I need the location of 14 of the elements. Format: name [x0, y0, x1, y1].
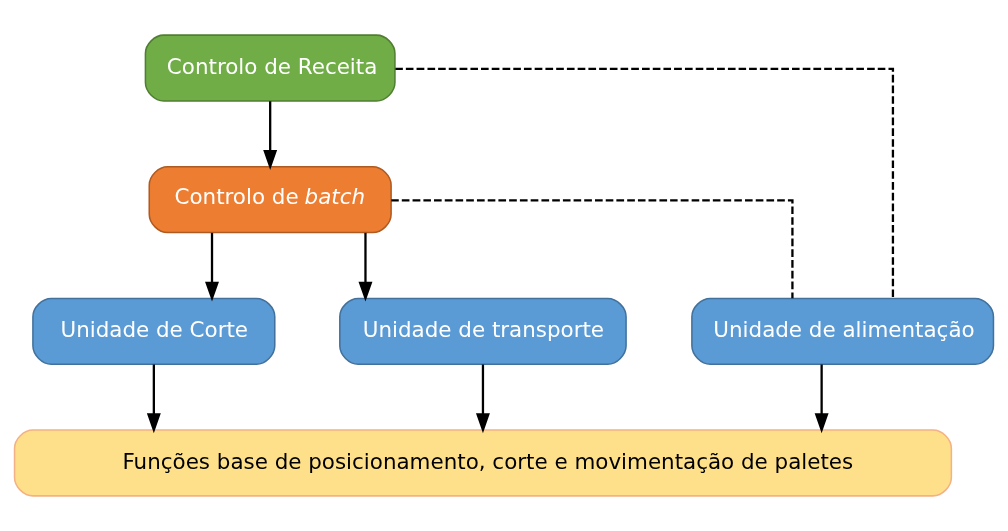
node-box: Unidade de Corte	[32, 297, 276, 365]
node-box: Controlo de batch	[148, 166, 392, 234]
node-box: Unidade de alimentação	[691, 297, 995, 365]
arrow	[263, 101, 278, 170]
node-box: Funções base de posicionamento, corte e movimentação de paletes	[13, 429, 953, 497]
node-box: Unidade de transporte	[339, 297, 627, 365]
connector	[395, 67, 895, 299]
node-box: Controlo de Receita	[144, 34, 396, 102]
arrow	[814, 364, 829, 434]
arrow	[146, 364, 161, 434]
connector	[391, 199, 794, 299]
arrow	[358, 232, 373, 302]
arrow	[475, 364, 490, 434]
arrow	[205, 232, 219, 302]
